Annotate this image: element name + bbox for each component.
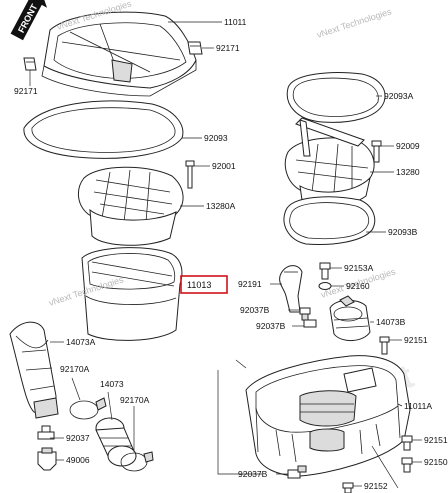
part-92151-bolt-upper[interactable] <box>379 336 390 355</box>
part-11011-cover[interactable] <box>41 11 197 97</box>
part-label-92160[interactable]: 92160 <box>346 281 370 291</box>
part-label-92009[interactable]: 92009 <box>396 141 420 151</box>
part-92171-clip-left[interactable] <box>23 57 37 71</box>
part-92037B-clamp-upper[interactable] <box>299 307 311 321</box>
part-label-92001[interactable]: 92001 <box>212 161 236 171</box>
part-92150-bolt[interactable] <box>401 457 413 473</box>
part-label-92151-upper[interactable]: 92151 <box>404 335 428 345</box>
part-92009-screw[interactable] <box>371 140 382 163</box>
part-label-14073B[interactable]: 14073B <box>376 317 406 327</box>
part-92001-screw[interactable] <box>185 160 195 189</box>
part-label-92171-left[interactable]: 92171 <box>14 86 38 96</box>
front-direction-badge: FRONT <box>10 0 48 41</box>
part-14073B-duct[interactable] <box>329 295 371 341</box>
part-label-14073[interactable]: 14073 <box>100 379 124 389</box>
part-label-13280[interactable]: 13280 <box>396 167 420 177</box>
part-label-92093[interactable]: 92093 <box>204 133 228 143</box>
part-14073A-inlet-duct[interactable] <box>9 321 59 419</box>
part-label-92152[interactable]: 92152 <box>364 481 388 491</box>
highlight-box-11013 <box>180 275 228 294</box>
part-92171-clip-right[interactable] <box>187 41 203 55</box>
part-92151-bolt-lower[interactable] <box>401 435 413 451</box>
part-label-92037B-lower[interactable]: 92037B <box>238 469 268 479</box>
part-13280-holder[interactable] <box>284 117 375 207</box>
part-14073-connecting-tube[interactable] <box>95 417 137 467</box>
part-label-11011[interactable]: 11011 <box>224 17 247 27</box>
part-92153A-bolt[interactable] <box>319 262 331 280</box>
part-92093-gasket[interactable] <box>23 100 184 159</box>
part-92152-bolt[interactable] <box>342 482 354 493</box>
part-13280A-holder[interactable] <box>78 166 184 246</box>
watermark-2: vNext Technologies <box>316 6 394 40</box>
part-92093B-gasket[interactable] <box>283 196 376 245</box>
part-label-92093A[interactable]: 92093A <box>384 91 414 101</box>
part-label-92037B-upper[interactable]: 92037B <box>240 305 270 315</box>
part-92093A-gasket[interactable] <box>286 72 386 123</box>
part-label-92153A[interactable]: 92153A <box>344 263 374 273</box>
part-92037-bolt[interactable] <box>37 425 55 440</box>
part-92191-breather-hose[interactable] <box>279 265 303 313</box>
part-11011A-air-box-case[interactable] <box>245 355 411 477</box>
part-label-92170A-left[interactable]: 92170A <box>60 364 90 374</box>
part-92170A-clamp-left[interactable] <box>69 397 107 420</box>
part-label-92191[interactable]: 92191 <box>238 279 262 289</box>
part-label-13280A[interactable]: 13280A <box>206 201 236 211</box>
part-label-92093B[interactable]: 92093B <box>388 227 418 237</box>
part-92037B-clamp-mid[interactable] <box>303 319 317 328</box>
part-label-92170A-right[interactable]: 92170A <box>120 395 150 405</box>
part-49006-drain-cap[interactable] <box>37 447 57 471</box>
part-label-92171-right[interactable]: 92171 <box>216 43 240 53</box>
part-label-14073A[interactable]: 14073A <box>66 337 96 347</box>
part-11013-air-filter-element[interactable] <box>81 247 183 341</box>
part-label-49006[interactable]: 49006 <box>66 455 90 465</box>
part-label-11013[interactable]: 11013 <box>187 280 211 290</box>
part-label-92037[interactable]: 92037 <box>66 433 90 443</box>
part-label-92150[interactable]: 92150 <box>424 457 448 467</box>
part-92170A-clamp-right[interactable] <box>120 451 154 472</box>
part-label-11011A[interactable]: 11011A <box>404 401 432 411</box>
leader-lines <box>29 21 422 489</box>
part-label-92151-lower[interactable]: 92151 <box>424 435 448 445</box>
part-label-92037B-mid[interactable]: 92037B <box>256 321 286 331</box>
